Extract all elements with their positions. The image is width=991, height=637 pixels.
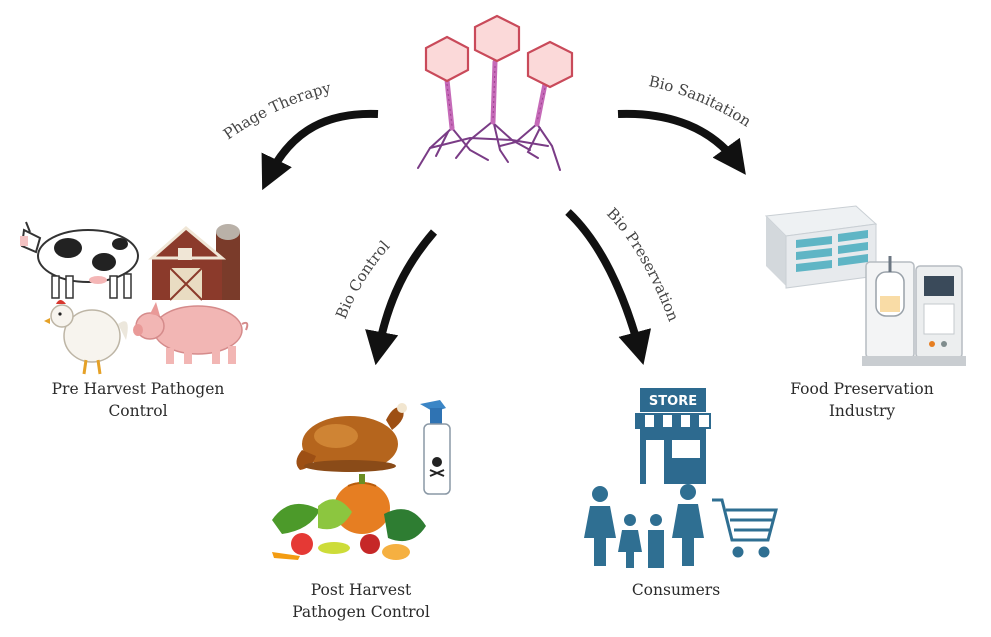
bio-preservation-label: Bio Preservation [603, 204, 683, 324]
food-preservation-label-line2: Industry [828, 402, 896, 420]
bioreactor-icon [862, 256, 966, 366]
barn-icon [148, 224, 240, 301]
food-preservation-label: Food Preservation Industry [760, 378, 964, 422]
bio-preservation-arrow [565, 209, 652, 365]
bio-control-arrow [365, 229, 438, 366]
pre-harvest-label: Pre Harvest Pathogen Control [28, 378, 248, 422]
post-harvest-label-line1: Post Harvest [310, 581, 412, 599]
shopping-cart-icon [712, 498, 778, 558]
cold-storage-unit-icon [764, 205, 878, 289]
vegetables-icon [272, 474, 426, 560]
bacteriophage-icon [417, 14, 574, 171]
consumers-label: Consumers [596, 579, 756, 601]
bio-sanitation-label: Bio Sanitation [647, 72, 755, 130]
store-icon: STORE [635, 388, 711, 484]
post-harvest-label: Post Harvest Pathogen Control [266, 579, 456, 623]
phage-therapy-arrow [261, 109, 379, 191]
food-preservation-label-line1: Food Preservation [790, 380, 934, 398]
post-harvest-label-line2: Pathogen Control [292, 603, 430, 621]
store-sign-text: STORE [649, 394, 697, 409]
bio-control-label: Bio Control [332, 237, 393, 321]
roast-chicken-icon [296, 403, 407, 472]
cow-icon [20, 221, 139, 299]
phage-therapy-label: Phage Therapy [220, 78, 333, 143]
spray-bottle-icon [420, 400, 451, 495]
chicken-icon [44, 300, 128, 375]
consumers-label-line1: Consumers [631, 581, 721, 599]
family-icon [584, 484, 704, 568]
pre-harvest-label-line1: Pre Harvest Pathogen [51, 380, 225, 398]
pig-icon [133, 302, 249, 364]
pre-harvest-label-line2: Control [108, 402, 168, 420]
bio-sanitation-arrow [617, 109, 746, 175]
